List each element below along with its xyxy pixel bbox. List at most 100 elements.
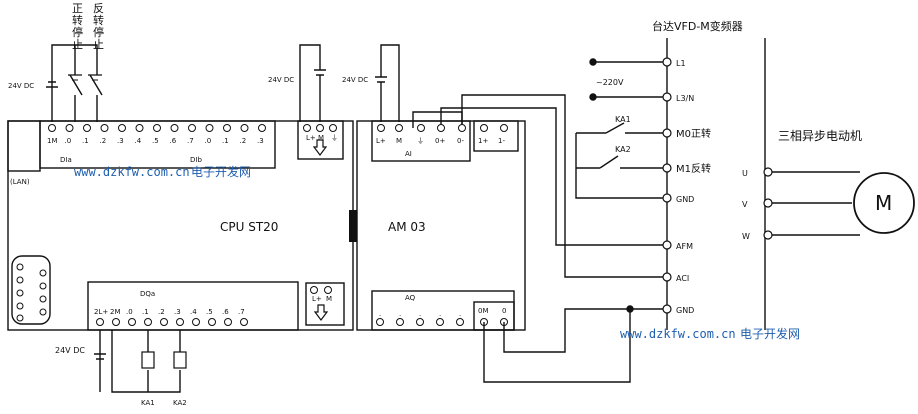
dq-terminal-label: .3 [174, 308, 181, 316]
di-terminal [48, 124, 56, 132]
dq-terminal-label: .5 [206, 308, 213, 316]
dq-terminal [112, 318, 120, 326]
ka1-coil-label: KA1 [141, 399, 155, 407]
ka2-contact-label: KA2 [615, 145, 631, 154]
di-terminal-label: .1 [82, 137, 89, 145]
ac-label: ~220V [596, 78, 624, 87]
switch-label-char: 正 [72, 2, 83, 15]
dq-terminal [208, 318, 216, 326]
dc24-left: 24V DC [8, 82, 34, 90]
lan-label: (LAN) [10, 178, 30, 186]
ka1-contact-label: KA1 [615, 115, 631, 124]
aq-dot: . [419, 310, 421, 318]
aq-dot: . [379, 310, 381, 318]
dq-terminal [128, 318, 136, 326]
watermark-url: www.dzkfw.com.cn [74, 165, 190, 179]
di-terminal-label: .3 [117, 137, 124, 145]
di-terminal [118, 124, 126, 132]
switch-circuit [46, 44, 400, 122]
aq-0: 0 [502, 307, 506, 315]
cpu-power-block-2 [305, 282, 345, 326]
dia-label: DIa [60, 156, 72, 164]
dc24-dq: 24V DC [55, 346, 85, 355]
vfd-title: 台达VFD-M变频器 [652, 19, 743, 33]
switch-label-char: 反 [93, 2, 104, 15]
di-terminal-label: .4 [135, 137, 142, 145]
aq-terminals [376, 318, 508, 326]
di-terminal-label: .3 [257, 137, 264, 145]
di-terminal [188, 124, 196, 132]
switch-label-char: 止 [93, 38, 104, 51]
di-terminal-label: .6 [170, 137, 177, 145]
dc-source-symbol [299, 44, 326, 122]
arrow-down-icon [313, 304, 329, 321]
watermark-site: 电子开发网 [191, 164, 251, 179]
di-terminal-group [48, 124, 266, 132]
ai-label: AI [405, 150, 412, 158]
di-terminal [65, 124, 74, 132]
ai-1plus: 1+ [478, 137, 488, 145]
aci-wire [461, 94, 663, 278]
di-terminal-label: 1M [47, 137, 58, 145]
vfd-terminals [662, 57, 773, 314]
di-terminal-label: .2 [240, 137, 247, 145]
di-terminal [258, 124, 266, 132]
dq-terminal [176, 318, 184, 326]
di-terminal [240, 124, 249, 132]
ka2-coil-label: KA2 [173, 399, 187, 407]
di-label-group: 1M.0.1.2.3.4.5.6.7.0.1.2.3 [47, 137, 264, 145]
dq-terminal [240, 318, 248, 326]
ai-0plus: 0+ [435, 137, 445, 145]
dq-terminal [192, 318, 200, 326]
vfd-gnd2: GND [676, 306, 694, 315]
dqa-label: DQa [140, 290, 155, 298]
vfd-l3n: L3/N [676, 94, 694, 103]
cpu-power-ground: ⏚ [331, 134, 338, 142]
cpu-power2-m: M [326, 295, 332, 303]
vfd-l1: L1 [676, 59, 686, 68]
aq-dot: . [439, 310, 441, 318]
vfd-m0: M0正转 [676, 127, 711, 140]
ai-terminals [377, 124, 508, 132]
ai-m: M [396, 137, 402, 145]
aq-label: AQ [405, 294, 416, 302]
dq-terminal [224, 318, 232, 326]
ai-block-2 [473, 120, 519, 152]
dc24-cpu: 24V DC [268, 76, 294, 84]
dq-terminal-label: .0 [126, 308, 133, 316]
vfd-w: W [742, 232, 750, 241]
motor-label: 三相异步电动机 [778, 129, 862, 143]
vfd-aci: ACI [676, 274, 689, 283]
cpu-power2-lplus: L+ [312, 295, 322, 303]
cpu-dq-block [87, 281, 299, 331]
dc-source-symbol [46, 78, 58, 122]
di-terminal [223, 124, 231, 132]
ai-block [371, 120, 471, 162]
switch-label-char: 转 [93, 13, 104, 27]
dq-terminal [96, 318, 104, 326]
am03-label: AM 03 [388, 220, 426, 234]
dq-label-group: 2L+2M.0.1.2.3.4.5.6.7 [94, 308, 245, 316]
am03-module [356, 120, 526, 331]
cpu-frame [7, 120, 354, 331]
ai-1minus: 1- [498, 137, 505, 145]
dq-terminal-label: .4 [190, 308, 197, 316]
aq-0m: 0M [478, 307, 489, 315]
di-terminal-label: .7 [187, 137, 194, 145]
dq-terminal-label: 2M [110, 308, 121, 316]
di-terminal [100, 124, 109, 132]
bus-connector [349, 210, 357, 242]
switch-label-char: 停 [93, 25, 104, 39]
motor-circle [853, 172, 915, 234]
watermark-site: 电子开发网 [740, 326, 800, 341]
arrow-down-icon [312, 139, 328, 156]
switch-label-char: 止 [72, 38, 83, 51]
di-terminal-label: .2 [100, 137, 107, 145]
serial-pins [16, 263, 47, 322]
di-terminal [153, 124, 161, 132]
cpu-label: CPU ST20 [220, 220, 278, 234]
dq-terminal-group [96, 318, 248, 326]
switch-label-char: 停 [72, 25, 83, 39]
